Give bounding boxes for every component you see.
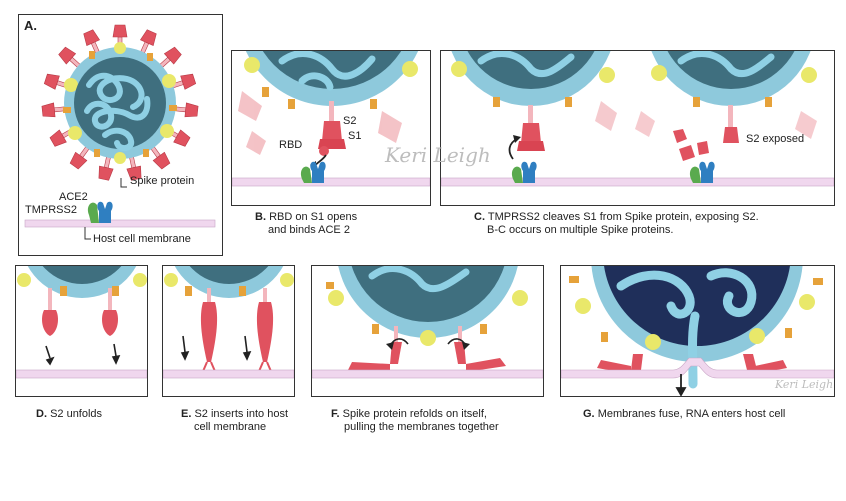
panel-g-illustration: [561, 266, 834, 396]
panel-b-illustration: [232, 51, 430, 187]
caption-e-line2: cell membrane: [194, 421, 267, 433]
ace2-label: ACE2: [59, 191, 88, 203]
panel-f: [311, 265, 544, 397]
virion-core: [74, 57, 166, 149]
panel-e-illustration: [163, 266, 294, 379]
cleaved-s1-fragments: [673, 129, 709, 161]
caption-g-letter: G.: [583, 408, 595, 420]
s1-label: S1: [348, 130, 362, 142]
panel-a-letter: A.: [24, 18, 37, 33]
caption-f-line1: Spike protein refolds on itself,: [342, 408, 487, 420]
panel-g: Keri Leigh: [560, 265, 835, 397]
s2-exposed-spike: [723, 127, 739, 143]
caption-g: G. Membranes fuse, RNA enters host cell: [583, 408, 785, 421]
panel-c: S2 exposed: [440, 50, 835, 206]
spike-protein-label: Spike protein: [130, 175, 195, 187]
caption-f-line2: pulling the membranes together: [344, 421, 499, 433]
e-proteins: [64, 42, 176, 164]
m-proteins: [63, 51, 177, 157]
panel-d-illustration: [16, 266, 147, 379]
caption-d-letter: D.: [36, 408, 47, 420]
caption-d-line1: S2 unfolds: [50, 408, 103, 420]
panel-e: [162, 265, 295, 397]
panel-c-illustration: [441, 51, 834, 187]
panel-d: [15, 265, 148, 397]
caption-c-line2: B-C occurs on multiple Spike proteins.: [487, 224, 674, 236]
tmprss2-label: TMPRSS2: [25, 204, 77, 216]
panel-a-illustration: [24, 24, 216, 240]
caption-g-line1: Membranes fuse, RNA enters host cell: [597, 408, 786, 420]
spike-s2: [322, 121, 342, 141]
rna-strand-entering: [688, 311, 700, 389]
panel-a: A. Spike protein ACE2 TMPRSS2 Host cell …: [18, 14, 223, 256]
s2-label: S2: [343, 115, 357, 127]
panel-b: S2 S1 RBD: [231, 50, 431, 206]
virion-spikes: [41, 24, 199, 181]
caption-b-letter: B.: [255, 211, 266, 223]
s2-exposed-label: S2 exposed: [746, 133, 805, 145]
caption-f: F. Spike protein refolds on itself, pull…: [331, 408, 499, 434]
caption-d: D. S2 unfolds: [36, 408, 102, 421]
ace2-protein: [97, 201, 113, 223]
viral-rna: [84, 72, 151, 151]
caption-e: E. S2 inserts into host cell membrane: [181, 408, 288, 434]
caption-c: C. TMPRSS2 cleaves S1 from Spike protein…: [474, 211, 759, 237]
host-membrane-label: Host cell membrane: [93, 233, 191, 245]
caption-c-line1: TMPRSS2 cleaves S1 from Spike protein, e…: [487, 211, 759, 223]
caption-b: B. RBD on S1 opens and binds ACE 2: [255, 211, 357, 237]
host-membrane: [24, 219, 216, 228]
panel-f-illustration: [312, 266, 543, 379]
tmprss2-protein: [87, 202, 99, 223]
rbd-label: RBD: [279, 139, 303, 151]
fused-membrane: [561, 357, 834, 379]
caption-c-letter: C.: [474, 211, 485, 223]
watermark-top: Keri Leigh: [385, 143, 491, 167]
caption-b-line1: RBD on S1 opens: [269, 211, 358, 223]
caption-e-letter: E.: [181, 408, 192, 420]
caption-e-line1: S2 inserts into host: [194, 408, 289, 420]
caption-f-letter: F.: [331, 408, 340, 420]
caption-b-line2: and binds ACE 2: [268, 224, 350, 236]
watermark-bottom: Keri Leigh: [775, 378, 834, 391]
